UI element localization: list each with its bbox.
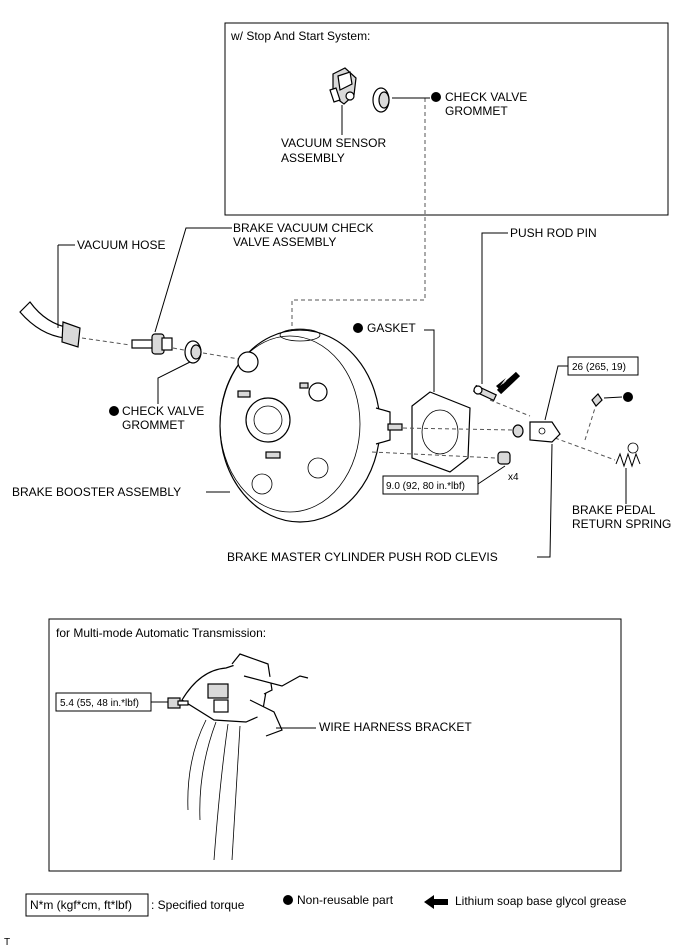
label-gasket: GASKET [367,321,416,335]
legend-torque-box [25,893,149,917]
non-reusable-mark [353,323,363,333]
check-valve-grommet-left-illustration [184,340,202,364]
inset-multimode-frame [48,618,622,872]
push-rod-clevis-illustration [512,421,561,443]
non-reusable-mark [431,92,441,102]
dashed-path-sensor [291,98,426,385]
non-reusable-mark [109,406,119,416]
label-check-valve-grommet-top-1: CHECK VALVE [445,90,527,104]
legend: N*m (kgf*cm, ft*lbf) : Specified torque … [25,893,627,917]
legend-non-reusable: Non-reusable part [297,893,394,907]
label-brake-booster: BRAKE BOOSTER ASSEMBLY [12,485,181,499]
grease-arrow-icon [424,895,448,909]
return-spring-illustration [615,442,641,468]
vacuum-sensor-illustration [329,67,357,105]
brake-booster-illustration [219,328,403,523]
bracket-bolt-illustration [167,697,189,709]
label-check-valve-grommet-top-2: GROMMET [445,104,508,118]
label-check-valve-grommet-left-1: CHECK VALVE [122,404,204,418]
label-brake-vacuum-check-valve-2: VALVE ASSEMBLY [233,235,336,249]
main-assembly: VACUUM HOSE BRAKE VACUUM CHECK VALVE ASS… [12,221,671,564]
label-check-valve-grommet-left-2: GROMMET [122,418,185,432]
vacuum-hose-illustration [19,301,81,348]
push-rod-pin-illustration [472,384,498,402]
brake-vacuum-check-valve-illustration [131,333,173,355]
non-reusable-mark [623,392,633,402]
label-return-spring-2: RETURN SPRING [572,517,671,531]
inset-stop-start-frame [224,22,669,216]
inset-multimode-title: for Multi-mode Automatic Transmission: [56,626,266,640]
label-return-spring-1: BRAKE PEDAL [572,503,656,517]
legend-grease: Lithium soap base glycol grease [455,894,627,908]
torque-booster-nut: 9.0 (92, 80 in.*lbf) [386,481,465,492]
label-vacuum-hose: VACUUM HOSE [77,238,165,252]
check-valve-grommet-top-illustration [372,87,390,113]
label-vacuum-sensor-1: VACUUM SENSOR [281,136,386,150]
label-push-rod-clevis: BRAKE MASTER CYLINDER PUSH ROD CLEVIS [227,550,498,564]
legend-torque-text: : Specified torque [151,898,245,912]
pedal-bracket-illustration [181,653,309,861]
inset-multimode: for Multi-mode Automatic Transmission: 5… [48,618,622,872]
torque-bracket-bolt: 5.4 (55, 48 in.*lbf) [60,698,139,709]
clip-illustration [591,393,603,407]
torque-box-booster-nut [382,475,479,495]
label-push-rod-pin: PUSH ROD PIN [510,226,597,240]
label-wire-harness-bracket: WIRE HARNESS BRACKET [319,720,472,734]
torque-box-bracket-bolt [55,692,152,712]
inset-stop-start: w/ Stop And Start System: CHECK VALVE GR… [224,22,669,385]
gasket-illustration [411,391,471,473]
legend-torque-box-text: N*m (kgf*cm, ft*lbf) [30,898,132,912]
torque-clevis-nut: 26 (265, 19) [572,362,626,373]
non-reusable-icon [283,895,293,905]
label-vacuum-sensor-2: ASSEMBLY [281,151,345,165]
torque-box-clevis-nut [567,356,639,376]
booster-nut-illustration [497,451,511,465]
torque-booster-nut-qty: x4 [508,472,519,483]
corner-mark: T [4,937,10,948]
inset-stop-start-title: w/ Stop And Start System: [230,29,370,43]
label-brake-vacuum-check-valve-1: BRAKE VACUUM CHECK [233,221,373,235]
